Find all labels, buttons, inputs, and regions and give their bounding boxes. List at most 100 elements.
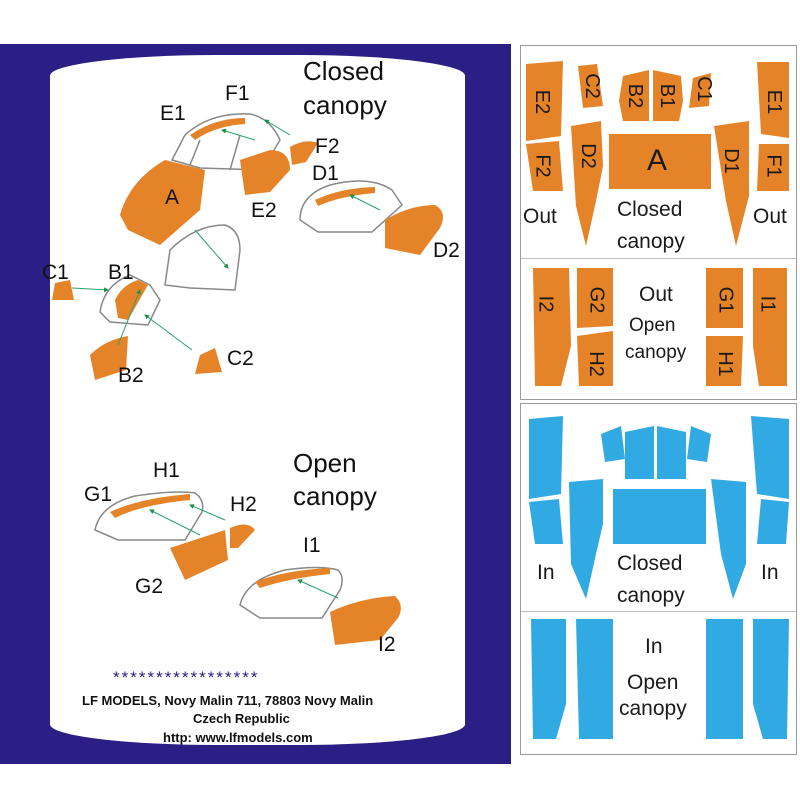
mask-C2 [578,64,603,108]
star-divider: ***************** [113,668,260,687]
footer-country: Czech Republic [193,711,290,726]
mask-H1 [706,336,743,386]
in-mask-A [613,489,706,544]
mask-label-E1: E1 [763,89,786,115]
part-label-D2: D2 [433,239,460,262]
mask-C1 [689,73,711,108]
part-label-H1: H1 [153,459,180,482]
closed-rear-frame [99,274,161,326]
mask-A-piece [120,160,205,245]
in-open-label: In [645,635,663,658]
closed-middle-frame [164,224,241,291]
in-closed-label-left: In [537,561,555,584]
mask-I1-on-frame [255,568,330,588]
out-closed-title: Closed [617,198,683,221]
mask-I2 [533,268,571,386]
mask-F2 [526,141,563,191]
part-label-G1: G1 [84,483,113,506]
mask-label-F1: F1 [762,154,785,178]
mask-C2-piece [195,348,222,374]
out-open-label: Out [639,283,673,306]
mask-I2-piece [330,596,401,645]
footer-address: LF MODELS, Novy Malin 711, 78803 Novy Ma… [82,693,374,708]
mask-B2 [619,70,649,121]
in-mask-open-left2 [576,619,613,739]
closed-canopy-title: Closed [303,56,384,86]
mask-label-F2: F2 [531,154,554,178]
out-closed-label-left: Out [523,205,557,228]
out-open-subtitle: canopy [625,342,687,363]
part-label-H2: H2 [230,493,257,516]
mask-B1-on-frame [115,280,148,320]
in-closed-label-right: In [761,561,779,584]
mask-G2 [577,268,613,328]
part-label-I1: I1 [303,534,321,557]
closed-front-frame [170,113,281,171]
mask-E2 [526,61,563,141]
out-panel-divider [521,258,796,259]
mask-E1 [757,62,789,138]
open-canopy-subtitle: canopy [293,481,377,511]
in-closed-subtitle: canopy [617,584,685,607]
in-mask-b-right [657,426,686,479]
mask-label-C1: C1 [692,76,715,102]
mask-F1 [757,144,789,191]
part-label-E1: E1 [160,102,186,125]
in-open-subtitle: canopy [619,697,687,720]
in-mask-b-left [625,426,654,479]
in-mask-c-left [601,426,625,462]
in-closed-title: Closed [617,552,683,575]
in-open-title: Open [627,671,679,694]
out-mask-shapes [526,61,789,386]
mask-G1-on-frame [110,494,190,518]
mask-label-D1: D1 [719,148,742,174]
mask-B1 [653,70,683,121]
mask-D2 [571,121,603,246]
mask-F2-piece [290,141,318,165]
mask-G1 [706,268,743,328]
in-panel-divider [521,611,796,612]
mask-H2-piece [230,524,255,548]
in-mask-d-right [711,479,746,599]
mask-label-G1: G1 [714,286,737,314]
out-closed-label-right: Out [753,205,787,228]
in-mask-open-right [753,619,789,739]
in-mask-panel: In In Closed canopy In Open canopy [520,403,797,755]
mask-label-E2: E2 [531,89,554,115]
in-mask-open-right2 [706,619,743,739]
out-mask-panel: E2 C2 B2 B1 C1 E1 F2 D2 A D1 F1 Out Out … [520,45,797,400]
mask-E1-on-frame [190,118,245,140]
part-label-B2: B2 [118,364,144,387]
mask-G2-piece [170,530,228,580]
mask-label-B1: B1 [656,83,679,109]
in-mask-c-right [687,426,711,462]
open-front-frame [94,491,204,541]
assembly-diagram [52,113,444,645]
part-label-F1: F1 [225,82,250,105]
closed-sliding-frame [299,180,403,233]
in-mask-shapes [529,416,789,739]
mask-D1 [714,121,749,246]
mask-C1-piece [52,280,74,300]
mask-label-H1: H1 [713,351,736,377]
mask-H2 [577,331,613,386]
in-mask-right-small [757,499,789,544]
open-canopy-title: Open [293,448,357,478]
mask-D2-piece [385,205,444,255]
mask-B2-piece [90,336,128,380]
mask-label-D2: D2 [576,143,599,169]
in-mask-right-top [751,416,789,499]
part-label-E2: E2 [251,199,277,222]
mask-label-I1: I1 [756,295,779,313]
mask-label-H2: H2 [584,351,607,377]
out-closed-subtitle: canopy [617,230,685,253]
mask-D1-on-frame [315,187,375,206]
in-mask-open-left [531,619,566,739]
part-label-C1: C1 [42,261,69,284]
part-label-I2: I2 [378,633,396,656]
mask-label-I2: I2 [534,295,557,313]
in-mask-left-top [529,416,563,499]
in-mask-left-small [529,499,563,544]
closed-canopy-subtitle: canopy [303,90,387,120]
in-mask-d-left [569,479,603,599]
